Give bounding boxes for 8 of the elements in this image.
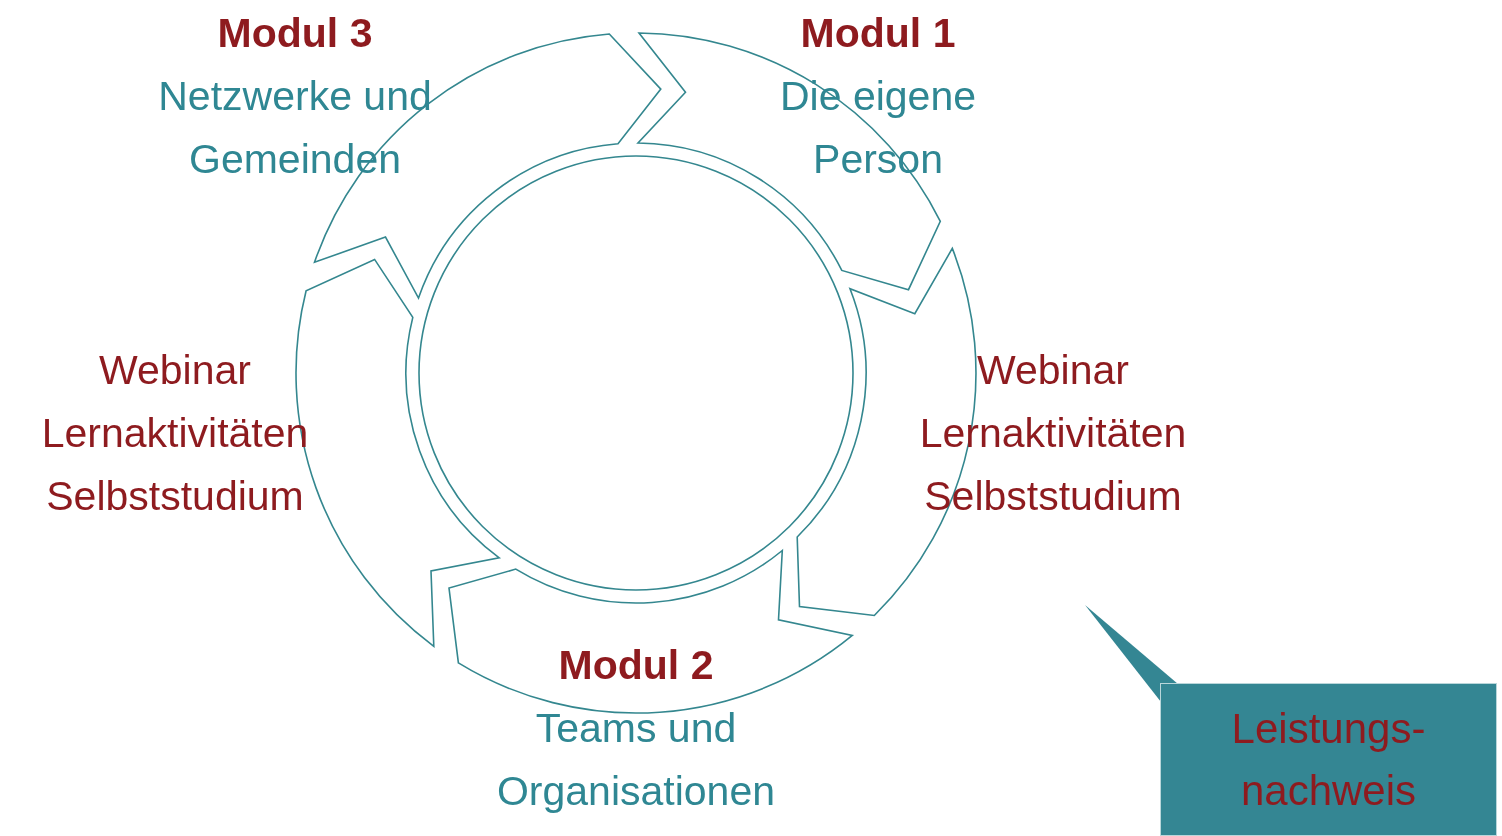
callout-text: Leistungs- nachweis bbox=[1230, 703, 1427, 816]
activity-label: Webinar bbox=[976, 346, 1130, 395]
module-title: Teams und Organisationen bbox=[495, 704, 777, 816]
module-heading: Modul 3 bbox=[216, 9, 374, 58]
activity-label: Selbststudium bbox=[45, 472, 305, 521]
module-heading: Modul 2 bbox=[557, 641, 715, 690]
module-heading: Modul 1 bbox=[799, 9, 957, 58]
activity-label: Webinar bbox=[98, 346, 252, 395]
